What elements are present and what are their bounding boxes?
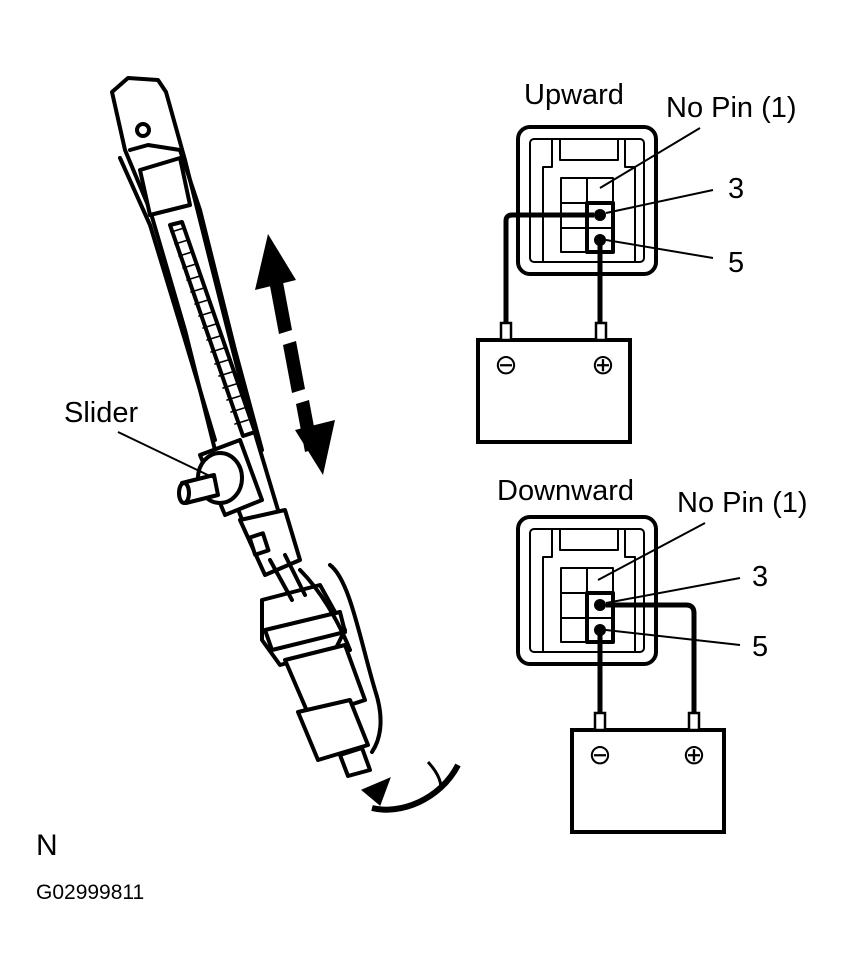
downward-wires	[597, 602, 697, 713]
upward-connector	[516, 125, 658, 276]
downward-pin-3-label: 3	[752, 561, 768, 593]
upward-pin-3	[594, 209, 606, 221]
upward-battery-negative: ⊖	[494, 349, 517, 380]
upward-pin-5	[594, 234, 606, 246]
rail-inner-edge-2	[118, 156, 217, 442]
drive-shaft	[268, 553, 307, 602]
upward-wires	[503, 212, 603, 323]
downward-test-diagram: Downward No Pin (1) 3 5	[497, 475, 808, 834]
view-letter: N	[36, 829, 58, 862]
slider-leader-line	[117, 431, 215, 479]
screw-shaft	[168, 220, 257, 438]
slider-label: Slider	[64, 397, 138, 429]
upward-no-pin-label: No Pin (1)	[666, 92, 797, 124]
upward-test-diagram: Upward No Pin (1) 3 5	[476, 79, 797, 444]
upward-battery	[476, 321, 632, 444]
motor-flange	[263, 610, 347, 652]
figure-code: G02999811	[36, 881, 144, 904]
mounting-hole	[135, 122, 151, 138]
upward-battery-positive: ⊕	[591, 349, 614, 380]
slider-assembly	[110, 76, 383, 778]
upper-bracket	[138, 156, 192, 217]
rotation-arrow	[361, 760, 461, 813]
downward-battery-negative: ⊖	[588, 739, 611, 770]
wire-harness-2	[298, 568, 352, 652]
downward-pin-5	[594, 624, 606, 636]
downward-no-pin-label: No Pin (1)	[677, 487, 808, 519]
rail-inner-edge	[128, 143, 264, 452]
upward-pin-5-label: 5	[728, 247, 744, 279]
housing-window	[247, 531, 271, 557]
downward-battery	[570, 711, 726, 834]
motor-connector	[296, 698, 370, 762]
screw-thread	[170, 227, 249, 425]
connector-tip	[338, 746, 372, 778]
motion-arrow	[255, 234, 335, 475]
wire-harness	[328, 563, 383, 754]
downward-pin-3	[594, 599, 606, 611]
upward-title: Upward	[524, 79, 624, 111]
upward-pin-3-label: 3	[728, 173, 744, 205]
upward-leaders	[599, 127, 714, 259]
downward-pin-5-label: 5	[752, 631, 768, 663]
slider-bolt-end	[177, 481, 191, 505]
downward-connector	[516, 515, 658, 666]
downward-leaders	[597, 522, 741, 646]
downward-title: Downward	[497, 475, 634, 507]
downward-battery-positive: ⊕	[682, 739, 705, 770]
